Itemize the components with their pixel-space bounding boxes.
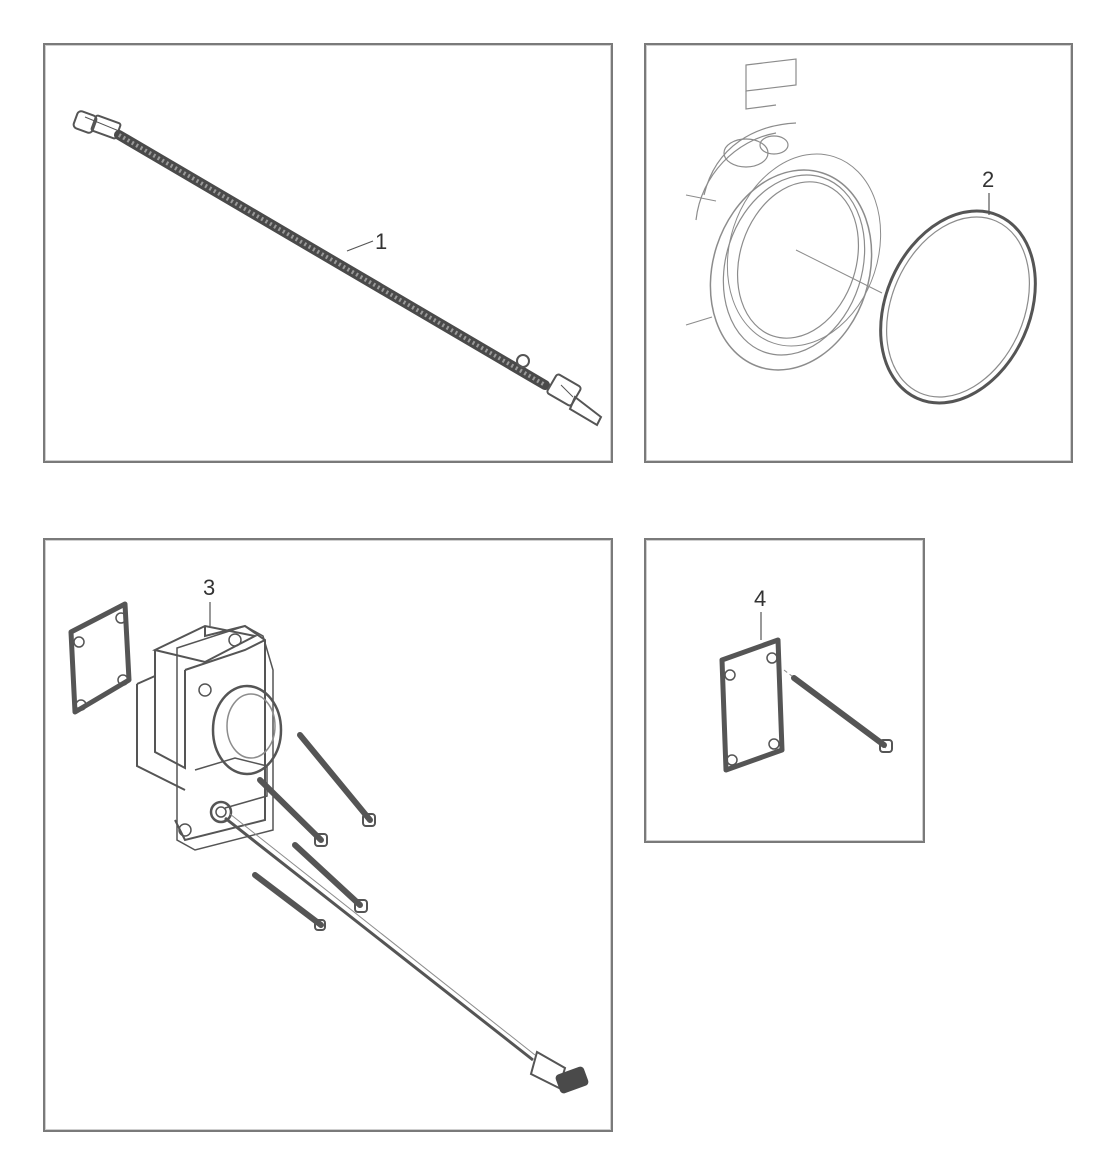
cable-end-fitting-right bbox=[516, 354, 603, 427]
callout-3: 3 bbox=[203, 575, 215, 600]
gasket bbox=[719, 637, 785, 773]
callout-1: 1 bbox=[375, 229, 387, 254]
assembly-cable bbox=[224, 813, 589, 1094]
assembly-gasket bbox=[68, 601, 132, 715]
callout-4: 4 bbox=[754, 586, 766, 611]
callout-2: 2 bbox=[982, 167, 994, 192]
assembly-bolts bbox=[252, 732, 376, 931]
o-ring-drawing: 2 bbox=[685, 58, 1037, 405]
o-ring bbox=[879, 209, 1037, 405]
callout-leader-1 bbox=[346, 240, 374, 252]
cable-end-fitting-left bbox=[72, 110, 122, 140]
panel-3: 3 bbox=[43, 538, 613, 1132]
panel-4: 4 bbox=[644, 538, 925, 843]
housing-assembly-drawing: 3 bbox=[68, 575, 589, 1094]
panel-1: 1 bbox=[43, 43, 613, 463]
housing-flange bbox=[685, 58, 883, 371]
sensor-cable-drawing: 1 bbox=[72, 110, 603, 427]
panel-2: 2 bbox=[644, 43, 1073, 463]
braided-cable bbox=[114, 130, 550, 390]
housing-block bbox=[136, 624, 283, 851]
gasket-drawing: 4 bbox=[719, 586, 893, 773]
gasket-bolt bbox=[783, 669, 893, 753]
